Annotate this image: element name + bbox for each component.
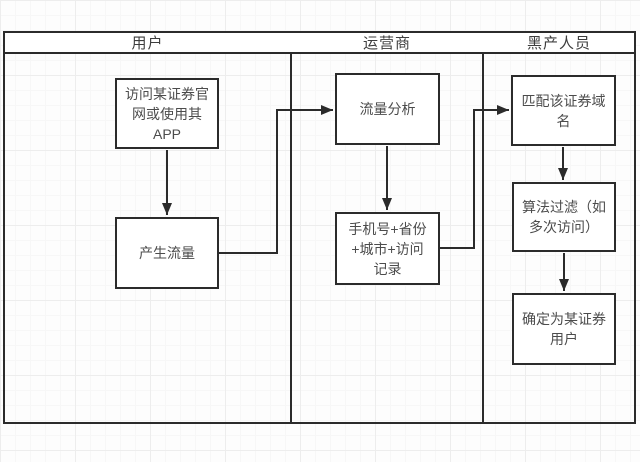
lane-label-operator: 运营商 (362, 35, 411, 52)
flow-node-label: 算法过滤（如 多次访问） (522, 199, 606, 235)
lane-header-user: 用户 (5, 33, 290, 52)
lane-label-black-producer: 黑产人员 (526, 35, 591, 52)
flow-node-match-domain: 匹配该证券域 名 (511, 75, 616, 146)
lane-divider-user-operator (290, 33, 292, 422)
flow-node-label: 匹配该证券域 名 (521, 92, 606, 129)
flow-node-label: 访问某证券官 网或使用其 APP (125, 85, 209, 142)
lane-divider-operator-blackproducer (482, 33, 484, 422)
flow-node-label: 流量分析 (359, 101, 416, 117)
flow-node-visit-website: 访问某证券官 网或使用其 APP (115, 78, 219, 149)
lane-label-user: 用户 (131, 35, 164, 52)
lane-header-row: 用户 运营商 黑产人员 (5, 33, 634, 54)
flow-node-generate-traffic: 产生流量 (115, 217, 219, 289)
lane-header-operator: 运营商 (292, 33, 482, 52)
flow-node-label: 产生流量 (139, 245, 195, 261)
flow-node-phone-record: 手机号+省份 +城市+访问 记录 (335, 212, 440, 285)
flow-node-algorithm-filter: 算法过滤（如 多次访问） (512, 182, 616, 252)
flow-node-label: 确定为某证券 用户 (522, 311, 606, 347)
lane-header-black-producer: 黑产人员 (484, 33, 634, 52)
flow-node-confirm-user: 确定为某证券 用户 (512, 293, 616, 365)
flow-node-traffic-analysis: 流量分析 (335, 73, 440, 145)
swimlane-frame: 用户 运营商 黑产人员 (3, 31, 636, 424)
flow-node-label: 手机号+省份 +城市+访问 记录 (348, 220, 427, 277)
